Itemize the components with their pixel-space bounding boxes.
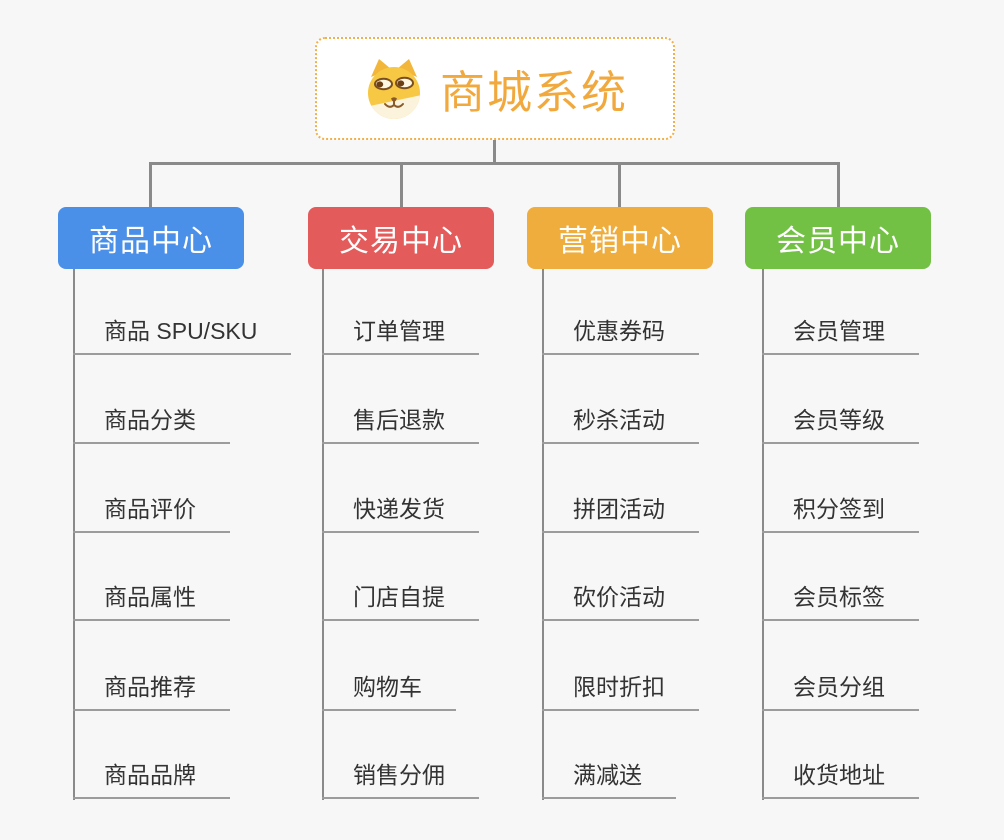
root-node[interactable]: 商城系统 [315,37,675,140]
branch-node-member-center[interactable]: 会员中心 [745,207,931,269]
leaf-node[interactable]: 会员等级 [762,406,919,444]
connector-root-stem [493,140,496,165]
root-title: 商城系统 [439,67,628,118]
leaf-node[interactable]: 限时折扣 [542,673,699,711]
leaf-node[interactable]: 满减送 [542,761,676,799]
leaf-node[interactable]: 商品评价 [73,495,230,533]
leaf-node[interactable]: 商品 SPU/SKU [73,317,292,355]
connector-column-spine [542,269,544,800]
leaf-node[interactable]: 销售分佣 [322,761,479,799]
leaf-node[interactable]: 拼团活动 [542,495,699,533]
branch-node-product-center[interactable]: 商品中心 [58,207,244,269]
leaf-node[interactable]: 快递发货 [322,495,479,533]
connector-column-spine [73,269,75,800]
leaf-node[interactable]: 会员分组 [762,673,919,711]
leaf-node[interactable]: 订单管理 [322,317,479,355]
leaf-node[interactable]: 商品分类 [73,406,230,444]
leaf-node[interactable]: 砍价活动 [542,583,699,621]
branch-node-trade-center[interactable]: 交易中心 [308,207,494,269]
leaf-node[interactable]: 商品品牌 [73,761,230,799]
connector-column-spine [762,269,764,800]
connector-horizontal-bar [149,162,840,165]
leaf-node[interactable]: 优惠券码 [542,317,699,355]
connector-branch-stem [400,162,403,208]
branch-node-marketing-center[interactable]: 营销中心 [527,207,713,269]
connector-column-spine [322,269,324,800]
leaf-node[interactable]: 会员管理 [762,317,919,355]
leaf-node[interactable]: 会员标签 [762,583,919,621]
connector-branch-stem [618,162,621,208]
connector-branch-stem [149,162,152,208]
doge-icon [367,58,420,119]
leaf-node[interactable]: 购物车 [322,673,456,711]
leaf-node[interactable]: 秒杀活动 [542,406,699,444]
leaf-node[interactable]: 积分签到 [762,495,919,533]
connector-branch-stem [837,162,840,208]
leaf-node[interactable]: 商品推荐 [73,673,230,711]
leaf-node[interactable]: 门店自提 [322,583,479,621]
leaf-node[interactable]: 售后退款 [322,406,479,444]
leaf-node[interactable]: 收货地址 [762,761,919,799]
leaf-node[interactable]: 商品属性 [73,583,230,621]
